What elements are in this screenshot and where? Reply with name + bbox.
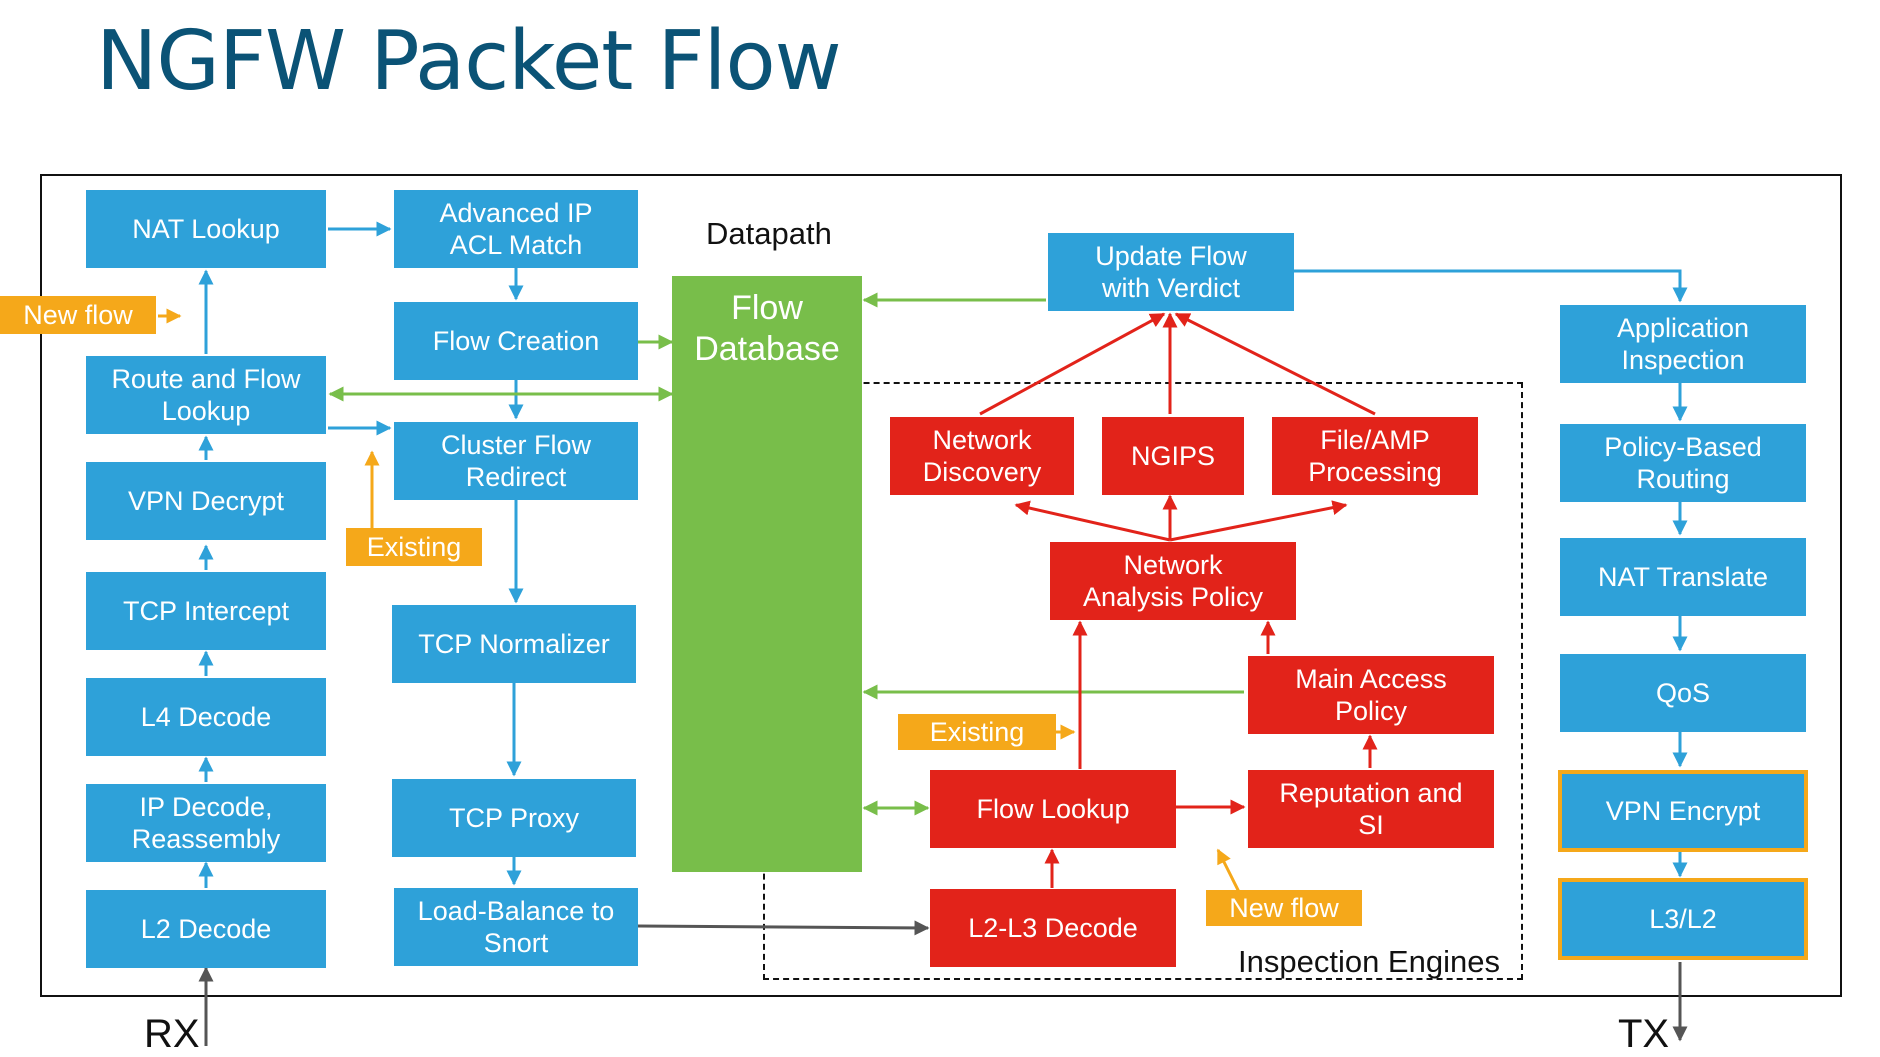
new-flow-tag-left: New flow	[0, 296, 156, 334]
reputation-si-box: Reputation and SI	[1248, 770, 1494, 848]
l2-l3-decode-box: L2-L3 Decode	[930, 889, 1176, 967]
io-arrows	[198, 920, 1688, 1046]
qos-box: QoS	[1560, 654, 1806, 732]
ingress-arrows	[198, 221, 1688, 888]
file-amp-processing-box: File/AMP Processing	[1272, 417, 1478, 495]
tcp-intercept-box: TCP Intercept	[86, 572, 326, 650]
flow-creation-box: Flow Creation	[394, 302, 638, 380]
network-discovery-box: Network Discovery	[890, 417, 1074, 495]
load-balance-snort-box: Load-Balance to Snort	[394, 888, 638, 966]
nat-lookup-box: NAT Lookup	[86, 190, 326, 268]
datapath-label: Datapath	[706, 216, 832, 251]
application-inspection-box: Application Inspection	[1560, 305, 1806, 383]
update-flow-verdict-box: Update Flow with Verdict	[1048, 233, 1294, 311]
page-title: NGFW Packet Flow	[96, 14, 842, 109]
vpn-encrypt-box: VPN Encrypt	[1558, 770, 1808, 852]
vpn-decrypt-box: VPN Decrypt	[86, 462, 326, 540]
main-access-policy-box: Main Access Policy	[1248, 656, 1494, 734]
tcp-proxy-box: TCP Proxy	[392, 779, 636, 857]
nat-translate-box: NAT Translate	[1560, 538, 1806, 616]
inspection-engines-label: Inspection Engines	[1238, 944, 1500, 979]
network-analysis-policy-box: Network Analysis Policy	[1050, 542, 1296, 620]
advanced-ip-acl-box: Advanced IP ACL Match	[394, 190, 638, 268]
existing-tag-left: Existing	[346, 528, 482, 566]
flow-lookup-box: Flow Lookup	[930, 770, 1176, 848]
tcp-normalizer-box: TCP Normalizer	[392, 605, 636, 683]
outer-frame	[40, 174, 1842, 997]
tx-label: TX	[1618, 1012, 1670, 1056]
database-arrows	[328, 292, 1244, 816]
engine-arrows	[979, 312, 1378, 888]
ngips-box: NGIPS	[1102, 417, 1244, 495]
cluster-flow-redirect-box: Cluster Flow Redirect	[394, 422, 638, 500]
flow-database: Flow Database	[672, 276, 862, 872]
l3-l2-box: L3/L2	[1558, 878, 1808, 960]
policy-based-routing-box: Policy-Based Routing	[1560, 424, 1806, 502]
route-flow-lookup-box: Route and Flow Lookup	[86, 356, 326, 434]
l4-decode-box: L4 Decode	[86, 678, 326, 756]
rx-label: RX	[144, 1012, 200, 1056]
existing-tag-middle: Existing	[898, 714, 1056, 750]
new-flow-tag-right: New flow	[1206, 890, 1362, 926]
l2-decode-box: L2 Decode	[86, 890, 326, 968]
ip-decode-box: IP Decode, Reassembly	[86, 784, 326, 862]
